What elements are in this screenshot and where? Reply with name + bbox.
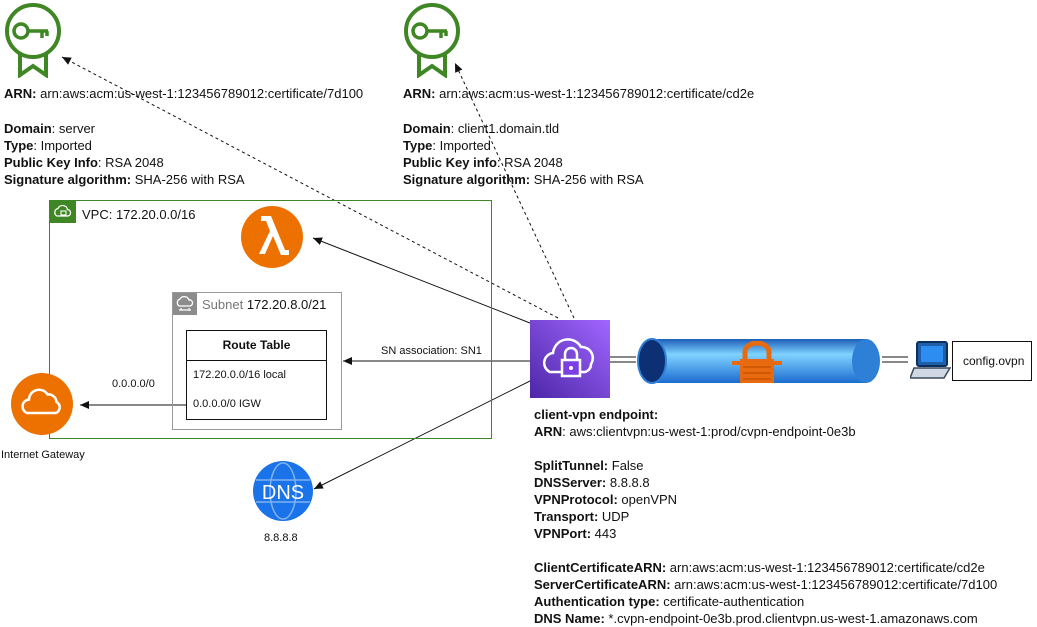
- endpoint-transport: Transport: UDP: [534, 508, 997, 525]
- endpoint-auth-label: Authentication: [534, 594, 625, 609]
- server-cert-arn-label: ARN:: [4, 86, 37, 101]
- endpoint-port-value: 443: [591, 526, 617, 541]
- config-file: config.ovpn: [952, 341, 1032, 381]
- endpoint-proto-label: VPNProtocol:: [534, 492, 618, 507]
- server-cert-details: Domain: server Type: Imported Public Key…: [4, 120, 245, 188]
- subnet-label-prefix: Subnet: [202, 297, 244, 312]
- endpoint-client-cert-value: arn:aws:acm:us-west-1:123456789012:certi…: [666, 560, 985, 575]
- client-cert-details: Domain: client1.domain.tld Type: Importe…: [403, 120, 644, 188]
- endpoint-transport-value: UDP: [598, 509, 630, 524]
- server-certificate-icon: [5, 3, 61, 78]
- laptop-icon: [910, 341, 952, 379]
- endpoint-arn: ARN: aws:clientvpn:us-west-1:prod/cvpn-e…: [534, 423, 997, 440]
- endpoint-server-cert-label: ServerCertificateARN:: [534, 577, 671, 592]
- client-cert-pki-label: Public Key info: [403, 155, 497, 170]
- server-cert-pki: Public Key Info: RSA 2048: [4, 154, 245, 171]
- arrow-to-lambda: [312, 237, 531, 324]
- endpoint-server-cert: ServerCertificateARN: arn:aws:acm:us-wes…: [534, 576, 997, 593]
- client-cert-domain-value: : client1.domain.tld: [450, 121, 560, 136]
- endpoint-arn-value: : aws:clientvpn:us-west-1:prod/cvpn-endp…: [562, 424, 856, 439]
- server-cert-arn-value: arn:aws:acm:us-west-1:123456789012:certi…: [40, 86, 364, 101]
- server-cert-domain-label: Domain: [4, 121, 52, 136]
- client-cert-arn: ARN: arn:aws:acm:us-west-1:123456789012:…: [403, 85, 754, 102]
- client-cert-signature: Signature algorithm: SHA-256 with RSA: [403, 171, 644, 188]
- endpoint-title-text: client-vpn endpoint:: [534, 407, 659, 422]
- vpc-cloud-lock-icon: [50, 201, 76, 223]
- subnet-label: Subnet 172.20.8.0/21: [202, 296, 326, 313]
- endpoint-dns-name: DNS Name: *.cvpn-endpoint-0e3b.prod.clie…: [534, 610, 997, 627]
- client-cert-domain: Domain: client1.domain.tld: [403, 120, 644, 137]
- endpoint-auth-value: certificate-authentication: [659, 594, 805, 609]
- client-cert-arn-label: ARN:: [403, 86, 436, 101]
- endpoint-split-tunnel: SplitTunnel: False: [534, 457, 997, 474]
- client-vpn-endpoint-icon: [530, 320, 610, 398]
- padlock-icon: [732, 341, 782, 383]
- endpoint-transport-label: Transport:: [534, 509, 599, 524]
- client-cert-type: Type: Imported: [403, 137, 644, 154]
- server-cert-domain: Domain: server: [4, 120, 245, 137]
- client-cert-domain-label: Domain: [403, 121, 451, 136]
- endpoint-dnsname-value: *.cvpn-endpoint-0e3b.prod.clientvpn.us-w…: [604, 611, 978, 626]
- arrow-to-client-cert: [454, 62, 575, 319]
- route-table-row: 0.0.0.0/0 IGW: [193, 398, 261, 410]
- endpoint-dnsname-label: DNS Name:: [534, 611, 605, 626]
- client-cert-pki: Public Key info: RSA 2048: [403, 154, 644, 171]
- vpc-label: VPC: 172.20.0.0/16: [82, 207, 196, 222]
- endpoint-dns-server: DNSServer: 8.8.8.8: [534, 474, 997, 491]
- server-cert-signature: Signature algorithm: SHA-256 with RSA: [4, 171, 245, 188]
- endpoint-split-label: SplitTunnel:: [534, 458, 609, 473]
- vpc-group: [49, 200, 492, 439]
- endpoint-dns-value: 8.8.8.8: [606, 475, 650, 490]
- igw-route-label: 0.0.0.0/0: [112, 378, 155, 390]
- server-cert-pki-label: Public Key Info: [4, 155, 98, 170]
- server-cert-sig-value: SHA-256 with RSA: [131, 172, 245, 187]
- dns-address: 8.8.8.8: [264, 532, 298, 544]
- server-cert-arn: ARN: arn:aws:acm:us-west-1:123456789012:…: [4, 85, 363, 102]
- server-cert-type-label: Type: [4, 138, 34, 153]
- endpoint-dns-label: DNSServer:: [534, 475, 607, 490]
- server-cert-type-value: : Imported: [33, 138, 92, 153]
- endpoint-port-label: VPNPort:: [534, 526, 592, 541]
- internet-gateway-label: Internet Gateway: [1, 449, 85, 461]
- dns-globe-icon: DNS: [253, 461, 313, 521]
- endpoint-auth-type-label: type:: [628, 594, 660, 609]
- endpoint-authentication: Authentication type: certificate-authent…: [534, 593, 997, 610]
- client-cert-type-value: : Imported: [432, 138, 491, 153]
- route-table: Route Table 172.20.0.0/16 local 0.0.0.0/…: [186, 330, 327, 420]
- client-cert-sig-label: Signature algorithm:: [403, 172, 531, 187]
- sn-association-label: SN association: SN1: [381, 345, 482, 357]
- client-cert-arn-value: arn:aws:acm:us-west-1:123456789012:certi…: [439, 86, 755, 101]
- subnet-cloud-icon: [173, 293, 197, 315]
- endpoint-details: client-vpn endpoint: ARN: aws:clientvpn:…: [534, 406, 997, 627]
- endpoint-title: client-vpn endpoint:: [534, 406, 997, 423]
- server-cert-domain-value: : server: [51, 121, 96, 136]
- internet-gateway-icon: [11, 373, 73, 435]
- endpoint-client-cert: ClientCertificateARN: arn:aws:acm:us-wes…: [534, 559, 997, 576]
- endpoint-server-cert-value: arn:aws:acm:us-west-1:123456789012:certi…: [670, 577, 998, 592]
- route-table-row: 172.20.0.0/16 local: [193, 369, 286, 381]
- route-table-title: Route Table: [187, 331, 326, 361]
- client-certificate-icon: [404, 3, 460, 78]
- endpoint-arn-label: ARN: [534, 424, 563, 439]
- endpoint-vpn-port: VPNPort: 443: [534, 525, 997, 542]
- subnet-group: [172, 292, 342, 430]
- dns-icon-text: DNS: [262, 482, 304, 504]
- server-cert-pki-value: : RSA 2048: [97, 155, 164, 170]
- endpoint-split-value: False: [608, 458, 644, 473]
- client-cert-pki-value: : RSA 2048: [496, 155, 563, 170]
- arrow-to-dns: [313, 379, 533, 490]
- endpoint-client-cert-label: ClientCertificateARN:: [534, 560, 667, 575]
- client-cert-type-label: Type: [403, 138, 433, 153]
- server-cert-sig-label: Signature algorithm:: [4, 172, 132, 187]
- endpoint-vpn-protocol: VPNProtocol: openVPN: [534, 491, 997, 508]
- client-cert-sig-value: SHA-256 with RSA: [530, 172, 644, 187]
- subnet-cidr: 172.20.8.0/21: [246, 297, 327, 312]
- server-cert-type: Type: Imported: [4, 137, 245, 154]
- lambda-icon: [241, 206, 303, 268]
- endpoint-proto-value: openVPN: [617, 492, 678, 507]
